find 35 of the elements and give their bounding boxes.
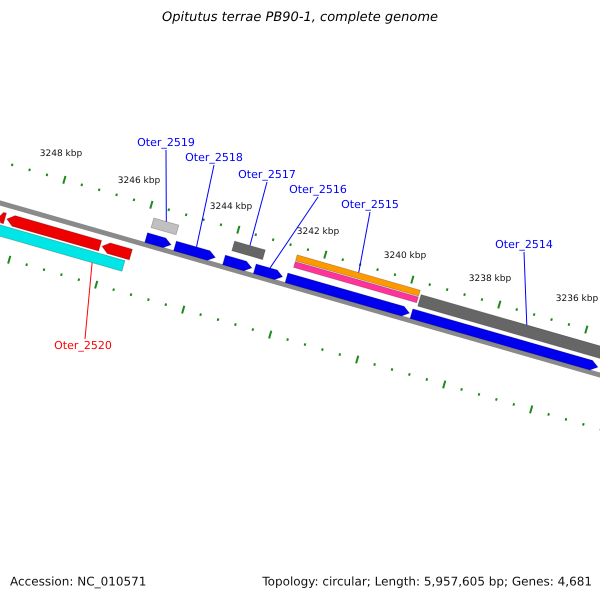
leader-line bbox=[196, 164, 214, 248]
scale-label: 3238 kbp bbox=[468, 275, 512, 285]
gene-label: Oter_2518 bbox=[185, 152, 243, 164]
scale-label: 3244 kbp bbox=[210, 203, 252, 213]
leader-line bbox=[166, 150, 167, 222]
gene-block bbox=[6, 215, 102, 252]
gene-label: Oter_2514 bbox=[495, 238, 553, 252]
gene-block bbox=[144, 232, 172, 248]
gene-block bbox=[0, 212, 7, 224]
leader-line bbox=[524, 252, 528, 326]
gene-bar bbox=[231, 240, 266, 260]
gene-block bbox=[173, 240, 216, 261]
scale-label: 3242 kbp bbox=[296, 228, 340, 238]
leader-line bbox=[249, 182, 268, 246]
gene-bar bbox=[293, 261, 419, 304]
scale-label: 3240 kbp bbox=[384, 252, 426, 262]
gene-block bbox=[284, 272, 410, 316]
gene-block bbox=[101, 242, 133, 260]
gene-block bbox=[252, 263, 284, 280]
gene-bar bbox=[150, 217, 180, 236]
gene-label: Oter_2516 bbox=[289, 184, 347, 196]
leader-line bbox=[358, 212, 370, 274]
map-title: Opitutus terrae PB90-1, complete genome bbox=[162, 10, 438, 26]
scale-label: 3248 kbp bbox=[40, 150, 82, 160]
gene-label: Oter_2515 bbox=[341, 198, 399, 212]
gene-label: Oter_2519 bbox=[137, 136, 195, 150]
scale-label: 3246 kbp bbox=[118, 177, 160, 187]
gene-label: Oter_2517 bbox=[238, 168, 296, 182]
footer-text: Topology: circular; Length: 5,957,605 bp; Genes: 4,681 bbox=[262, 575, 592, 589]
scale-label: 3236 kbp bbox=[556, 295, 598, 305]
footer-text: Accession: NC_010571 bbox=[10, 575, 146, 589]
gene-label: Oter_2520 bbox=[54, 340, 112, 352]
gene-block bbox=[410, 308, 599, 370]
gene-block bbox=[222, 254, 253, 272]
leader-line bbox=[84, 262, 93, 340]
